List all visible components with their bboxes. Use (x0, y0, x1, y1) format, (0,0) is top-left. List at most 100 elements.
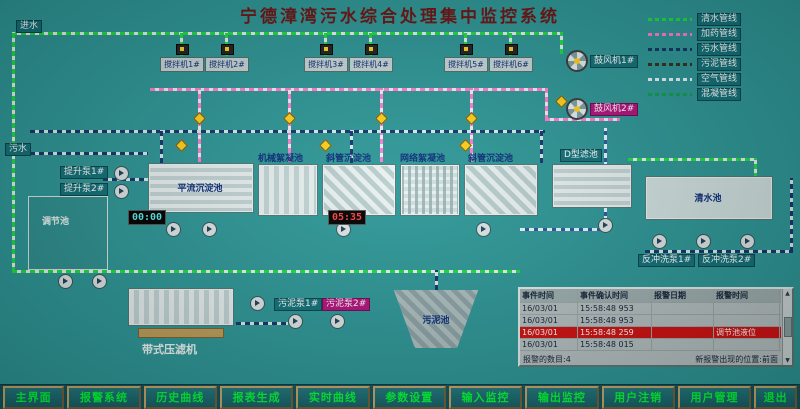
alarm-col-header: 报警日期 (652, 289, 714, 302)
nav-alarm-system[interactable]: 报警系统 (67, 385, 141, 409)
nav-exit[interactable]: 退出 (754, 385, 798, 409)
pipe-sludge-collect (12, 270, 520, 273)
nav-parameter-settings[interactable]: 参数设置 (372, 385, 446, 409)
sludge-pump-icon[interactable] (330, 314, 345, 329)
pipe-sewage-inlet (12, 152, 148, 155)
sewage-label: 污水 (5, 143, 32, 156)
mixer-label[interactable]: 搅拌机1# (160, 57, 204, 72)
pipe-backwash (645, 250, 793, 253)
nav-main-screen[interactable]: 主界面 (3, 385, 65, 409)
process-timer: 05:35 (328, 210, 366, 225)
alarm-rows: 事件时间 事件确认时间 报警日期 报警时间 16/03/01 15:58:48 … (520, 289, 781, 351)
backwash-pump-icon[interactable] (652, 234, 667, 249)
mechanical-flocculation-label: 机械絮凝池 (258, 154, 304, 164)
alarm-cell: 16/03/01 (520, 303, 578, 314)
nav-user-manage[interactable]: 用户管理 (677, 385, 752, 409)
drain-pump-icon[interactable] (476, 222, 491, 237)
alarm-position: 新报警出现的位置:前面 (695, 355, 778, 364)
pipe-dosing (545, 88, 548, 120)
nav-user-logout[interactable]: 用户注销 (601, 385, 675, 409)
outlet-pump-icon[interactable] (58, 274, 73, 289)
valve-icon[interactable] (319, 139, 332, 152)
pipe-dosing (288, 88, 291, 162)
pipe-press-feed (236, 322, 288, 325)
alarm-cell: 15:58:48 259 (578, 327, 652, 338)
alarm-row[interactable]: 16/03/01 15:58:48 015 (520, 339, 781, 351)
mixer-label[interactable]: 搅拌机2# (205, 57, 249, 72)
mixer-motor-icon (320, 44, 333, 55)
backwash-pump-icon[interactable] (740, 234, 755, 249)
legend-item: 清水管线 (648, 12, 742, 27)
scroll-down-icon[interactable]: ▼ (785, 357, 790, 364)
valve-icon[interactable] (375, 112, 388, 125)
mixer-motor-icon (365, 44, 378, 55)
pipe-sewage (160, 130, 163, 163)
alarm-cell (652, 327, 714, 338)
valve-icon[interactable] (193, 112, 206, 125)
d-filter-tank (552, 164, 632, 208)
legend-item: 污水管线 (648, 42, 742, 57)
lift-pump-icon[interactable] (114, 184, 129, 199)
lift-pump-icon[interactable] (114, 166, 129, 181)
mixer-label[interactable]: 搅拌机6# (489, 57, 533, 72)
d-filter-label: D型滤池 (560, 149, 602, 162)
blower-fan-icon[interactable] (566, 50, 588, 72)
sludge-pump-icon[interactable] (288, 314, 303, 329)
pipe-sewage (350, 130, 353, 163)
backwash-pump-icon[interactable] (696, 234, 711, 249)
pipe-sewage (540, 130, 543, 163)
nav-realtime-curve[interactable]: 实时曲线 (296, 385, 370, 409)
valve-icon[interactable] (465, 112, 478, 125)
pipe-sludge-feed (435, 270, 438, 290)
pipe-dosing (545, 118, 620, 121)
pipe-legend: 清水管线 加药管线 污水管线 污泥管线 空气管线 混凝管线 (648, 12, 742, 102)
mixer-label[interactable]: 搅拌机4# (349, 57, 393, 72)
pipe-dosing (198, 88, 201, 162)
press-feed-pump-icon[interactable] (250, 296, 265, 311)
valve-icon[interactable] (283, 112, 296, 125)
backwash-pump-label: 反冲洗泵1# (638, 254, 696, 267)
regulation-tank (28, 196, 108, 270)
alarm-row-active[interactable]: 16/03/01 15:58:48 259 调节池液位 (520, 327, 781, 339)
drain-pump-icon[interactable] (166, 222, 181, 237)
legend-label: 污泥管线 (697, 58, 742, 71)
horizontal-sedimentation-tank (148, 163, 254, 213)
drain-pump-icon[interactable] (598, 218, 613, 233)
pipe-air (520, 228, 606, 231)
alarm-footer: 报警的数目:4 新报警出现的位置:前面 (520, 351, 792, 365)
inclined-tube-2-tank (464, 164, 538, 216)
alarm-row[interactable]: 16/03/01 15:58:48 953 (520, 303, 781, 315)
alarm-col-header: 报警时间 (714, 289, 780, 302)
alarm-cell: 16/03/01 (520, 339, 578, 350)
drain-pump-icon[interactable] (202, 222, 217, 237)
pipe-clean-water (12, 32, 560, 35)
nav-history-curve[interactable]: 历史曲线 (143, 385, 217, 409)
nav-output-monitor[interactable]: 输出监控 (525, 385, 599, 409)
mixer-label[interactable]: 搅拌机3# (304, 57, 348, 72)
scroll-thumb[interactable] (783, 317, 792, 337)
nav-report-generate[interactable]: 报表生成 (219, 385, 294, 409)
legend-item: 加药管线 (648, 27, 742, 42)
alarm-cell: 16/03/01 (520, 327, 578, 338)
sludge-pump-label: 污泥泵2# (322, 298, 371, 311)
inclined-tube-1-tank (322, 164, 396, 216)
pipe-dosing (380, 88, 383, 162)
pipe-swatch-icon (648, 18, 692, 21)
scroll-up-icon[interactable]: ▲ (785, 290, 790, 297)
belt-press-machine (128, 288, 234, 326)
pipe-dosing (470, 88, 473, 162)
pipe-filter-out (628, 158, 756, 161)
inclined-tube-2-label: 斜管沉淀池 (468, 154, 514, 164)
mixer-label[interactable]: 搅拌机5# (444, 57, 488, 72)
belt-press-label: 带式压滤机 (142, 343, 197, 356)
valve-icon[interactable] (175, 139, 188, 152)
alarm-header-row: 事件时间 事件确认时间 报警日期 报警时间 (520, 289, 781, 303)
nav-input-monitor[interactable]: 输入监控 (448, 385, 523, 409)
alarm-scrollbar[interactable]: ▲ ▼ (782, 289, 792, 365)
legend-label: 加药管线 (697, 28, 742, 41)
outlet-pump-icon[interactable] (92, 274, 107, 289)
mixer-motor-icon (176, 44, 189, 55)
alarm-row[interactable]: 16/03/01 15:58:48 953 (520, 315, 781, 327)
blower-fan-icon[interactable] (566, 98, 588, 120)
clear-water-label: 清水池 (694, 193, 722, 204)
